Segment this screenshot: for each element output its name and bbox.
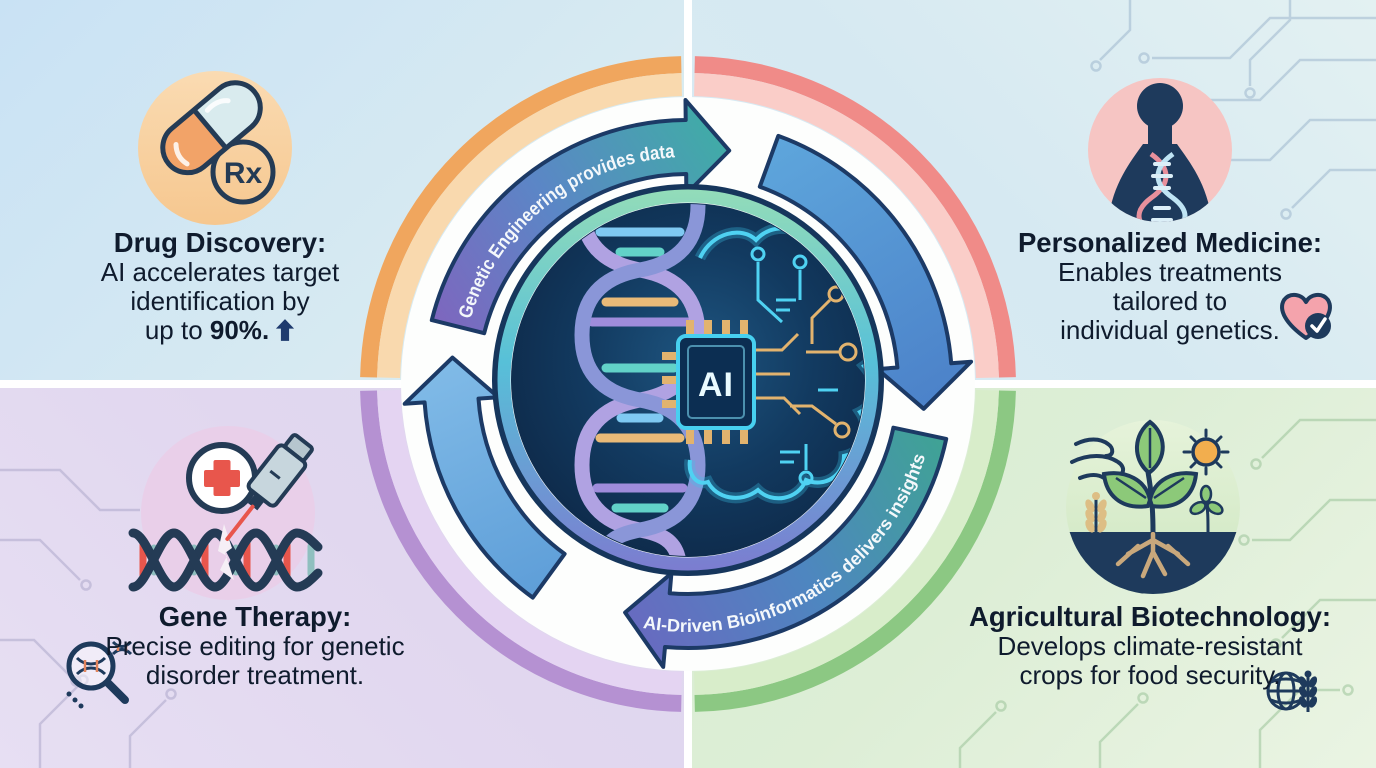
drug-discovery-text: Drug Discovery: AI accelerates target id… xyxy=(25,228,415,345)
capsule-icon xyxy=(160,80,263,176)
sun-icon xyxy=(1182,428,1230,476)
arrow-right-down xyxy=(757,133,974,411)
plant-sun-roots-icon xyxy=(1066,419,1240,594)
personalized-medicine-text: Personalized Medicine: Enables treatment… xyxy=(975,228,1365,345)
syringe-icon xyxy=(225,433,314,541)
medical-cross-icon xyxy=(186,442,258,514)
gene-therapy-title: Gene Therapy: xyxy=(158,601,352,632)
svg-text:Rx: Rx xyxy=(224,157,263,190)
drug-discovery-line3: up to 90%. xyxy=(25,316,415,345)
arrow-genetic-engineering xyxy=(429,98,732,336)
rx-symbol-icon: Rx xyxy=(210,139,276,205)
heart-check-icon xyxy=(1280,293,1332,340)
personalized-medicine-line3: individual genetics. xyxy=(1060,315,1280,345)
roots xyxy=(1115,531,1191,579)
personalized-medicine-title: Personalized Medicine: xyxy=(1017,227,1323,258)
globe-wheat-icon xyxy=(1266,670,1318,712)
circuit-traces-top-right xyxy=(1090,0,1376,220)
personalized-medicine-line2: tailored to xyxy=(1112,286,1228,316)
gene-therapy-line1: Precise editing for genetic xyxy=(105,631,405,661)
wheat-icon xyxy=(1085,492,1107,533)
person-dna-icon xyxy=(1088,78,1232,222)
agricultural-biotechnology-line1: Develops climate-resistant xyxy=(997,631,1303,661)
core-emblem: AI xyxy=(492,184,884,576)
pill-rx-icon: Rx xyxy=(138,71,292,225)
arrow-left-up xyxy=(402,355,567,600)
gene-therapy-line2: disorder treatment. xyxy=(145,660,365,690)
dna-helix-icon xyxy=(574,204,706,556)
svg-text:AI: AI xyxy=(698,366,734,404)
stat-90-percent: 90% xyxy=(209,315,262,345)
agricultural-biotechnology-title: Agricultural Biotechnology: xyxy=(968,601,1332,632)
dna-syringe-cross-icon xyxy=(128,426,323,600)
up-arrow-icon xyxy=(276,319,295,341)
agricultural-biotechnology-line2: crops for food security. xyxy=(1019,660,1281,690)
circuit-traces-bottom-left xyxy=(0,468,177,768)
gene-therapy-text: Gene Therapy: Precise editing for geneti… xyxy=(45,602,465,690)
agricultural-biotechnology-text: Agricultural Biotechnology: Develops cli… xyxy=(935,602,1365,690)
drug-discovery-line2: identification by xyxy=(130,286,310,316)
ai-chip-icon: AI xyxy=(662,320,756,444)
drug-discovery-line1: AI accelerates target xyxy=(100,257,340,287)
main-plant xyxy=(1101,419,1199,533)
wheat-glyph xyxy=(1298,670,1318,712)
cycle-arrows xyxy=(402,98,974,669)
magnifier-dna-icon xyxy=(66,640,133,709)
arrow-ai-bioinformatics xyxy=(623,425,949,669)
dna-strand-icon xyxy=(128,524,323,592)
small-plant xyxy=(1189,484,1224,533)
outer-accent-ring xyxy=(360,56,1016,712)
drug-discovery-title: Drug Discovery: xyxy=(113,227,327,258)
circuit-traces-bottom-right xyxy=(958,418,1376,768)
personalized-medicine-line1: Enables treatments xyxy=(1057,257,1282,287)
